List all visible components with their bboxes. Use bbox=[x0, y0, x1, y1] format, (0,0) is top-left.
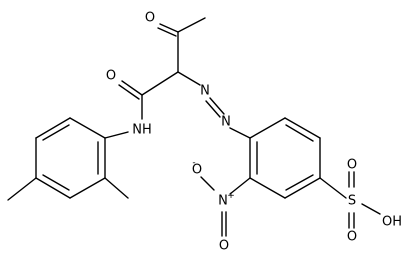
bond-ring1-a bbox=[69, 117, 106, 139]
bond-methyl-para bbox=[7, 177, 37, 201]
atom-amide-oxygen: O bbox=[106, 69, 116, 84]
atom-hydroxyl: OH bbox=[382, 215, 401, 230]
atom-nitro-oxygen: O bbox=[219, 239, 229, 254]
atom-nitro-oxygen-minus: O bbox=[192, 163, 202, 178]
bond-azo-double-b bbox=[205, 100, 221, 118]
bond-amide-carbonyl-double bbox=[118, 84, 140, 100]
bond-methyl-ortho bbox=[104, 177, 129, 199]
bond-ring1-inner-b bbox=[42, 174, 70, 191]
bond-ring-sulfur bbox=[319, 177, 347, 199]
bond-center-azo bbox=[177, 71, 201, 86]
bond-ring-nitro bbox=[229, 177, 251, 195]
bonds bbox=[7, 17, 381, 237]
bond-ring2-a bbox=[249, 117, 286, 139]
atom-amide-nh: NH bbox=[132, 123, 152, 138]
bond-acetyl-carbonyl-double bbox=[157, 27, 177, 37]
bond-acetyl-methyl bbox=[177, 17, 206, 33]
bond-azo-ring bbox=[229, 127, 251, 139]
bond-ring1-d bbox=[35, 177, 71, 199]
charge-nitro-minus: - bbox=[192, 158, 195, 168]
bond-azo-double-a bbox=[209, 97, 225, 115]
atom-nitro-nitrogen: N bbox=[218, 194, 228, 209]
atom-sulfur: S bbox=[348, 194, 356, 209]
atom-sulfonyl-oxygen-top: O bbox=[347, 158, 357, 173]
bond-ring2-d bbox=[284, 177, 321, 199]
bond-amide-carbonyl bbox=[121, 80, 143, 96]
bond-ring1-e bbox=[69, 177, 106, 199]
atom-labels: O O NH N N O - N + O S O O OH bbox=[106, 11, 401, 254]
charge-nitro-plus: + bbox=[227, 191, 235, 201]
atom-azo-n1: N bbox=[200, 84, 210, 99]
bond-ring2-e bbox=[249, 177, 286, 199]
bond-ring1-b bbox=[35, 117, 71, 139]
atom-azo-n2: N bbox=[221, 115, 231, 130]
bond-ring2-inner-b bbox=[285, 174, 314, 191]
bond-ring1-inner-a bbox=[42, 124, 70, 141]
bond-nitro-o-minus bbox=[200, 176, 215, 191]
bond-acetyl-carbonyl bbox=[159, 23, 179, 33]
bond-nh-aryl bbox=[104, 131, 129, 139]
bond-sulfur-hydroxyl bbox=[361, 203, 381, 215]
atom-sulfonyl-oxygen-bottom: O bbox=[347, 230, 357, 245]
bond-ring2-b bbox=[284, 117, 321, 139]
bond-ring2-inner-a bbox=[285, 124, 314, 142]
bond-center-amide bbox=[141, 71, 179, 96]
atom-acetyl-oxygen: O bbox=[145, 11, 155, 26]
